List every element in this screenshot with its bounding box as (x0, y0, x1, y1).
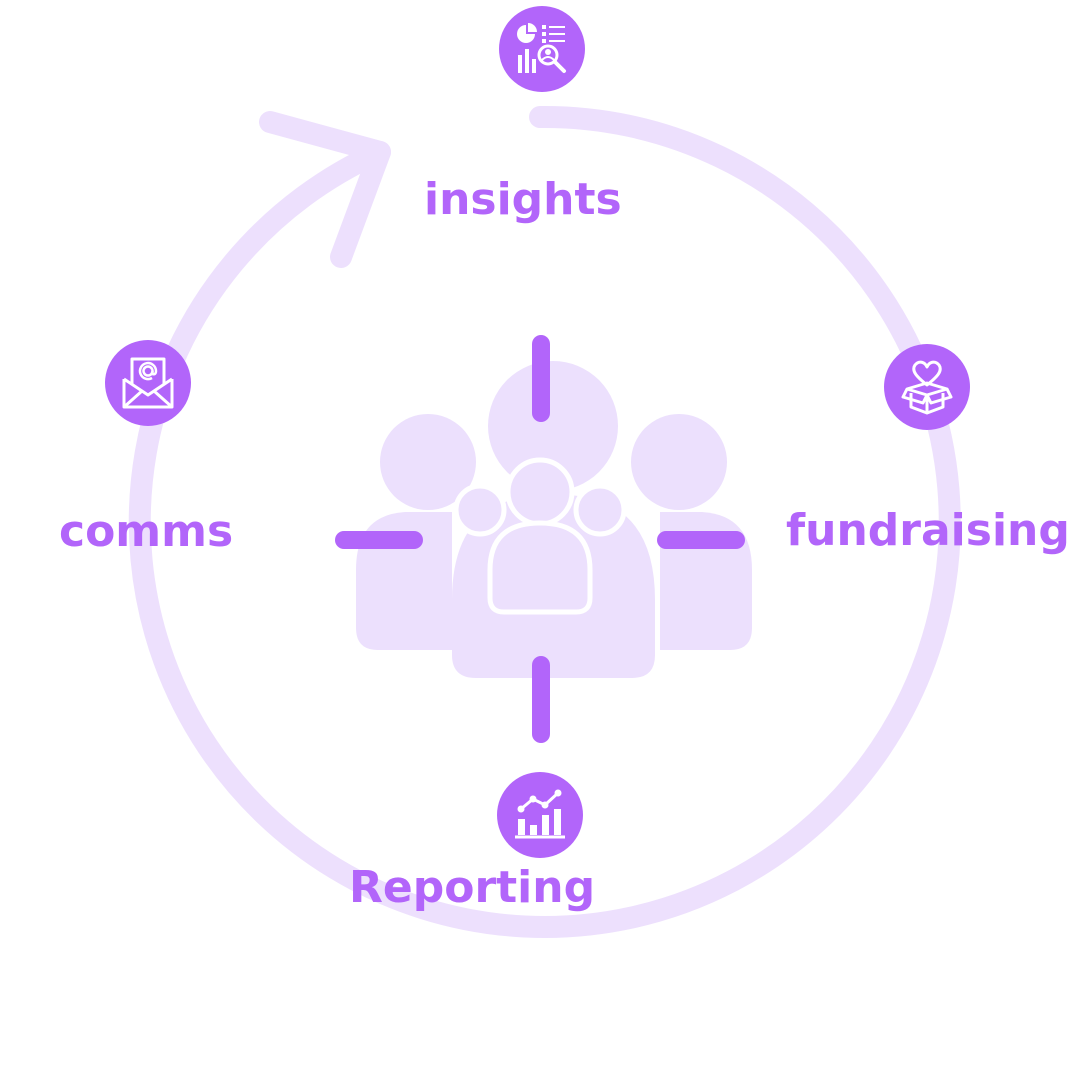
people-group-icon (356, 361, 752, 678)
chart-badge (497, 772, 583, 858)
cycle-ring (128, 105, 961, 938)
node-label-fundraising: fundraising (786, 505, 1070, 556)
chart-icon (515, 789, 565, 839)
node-label-reporting: Reporting (349, 862, 596, 913)
node-label-insights: insights (424, 174, 622, 225)
envelope-badge (105, 340, 191, 426)
envelope-icon (122, 357, 174, 409)
heart-box-icon (901, 360, 953, 415)
heart-box-badge (884, 344, 970, 430)
crosshair (335, 335, 745, 743)
analytics-icon (517, 23, 566, 73)
node-label-comms: comms (59, 506, 234, 557)
analytics-badge (499, 6, 585, 92)
cycle-arrow-head (259, 111, 391, 268)
